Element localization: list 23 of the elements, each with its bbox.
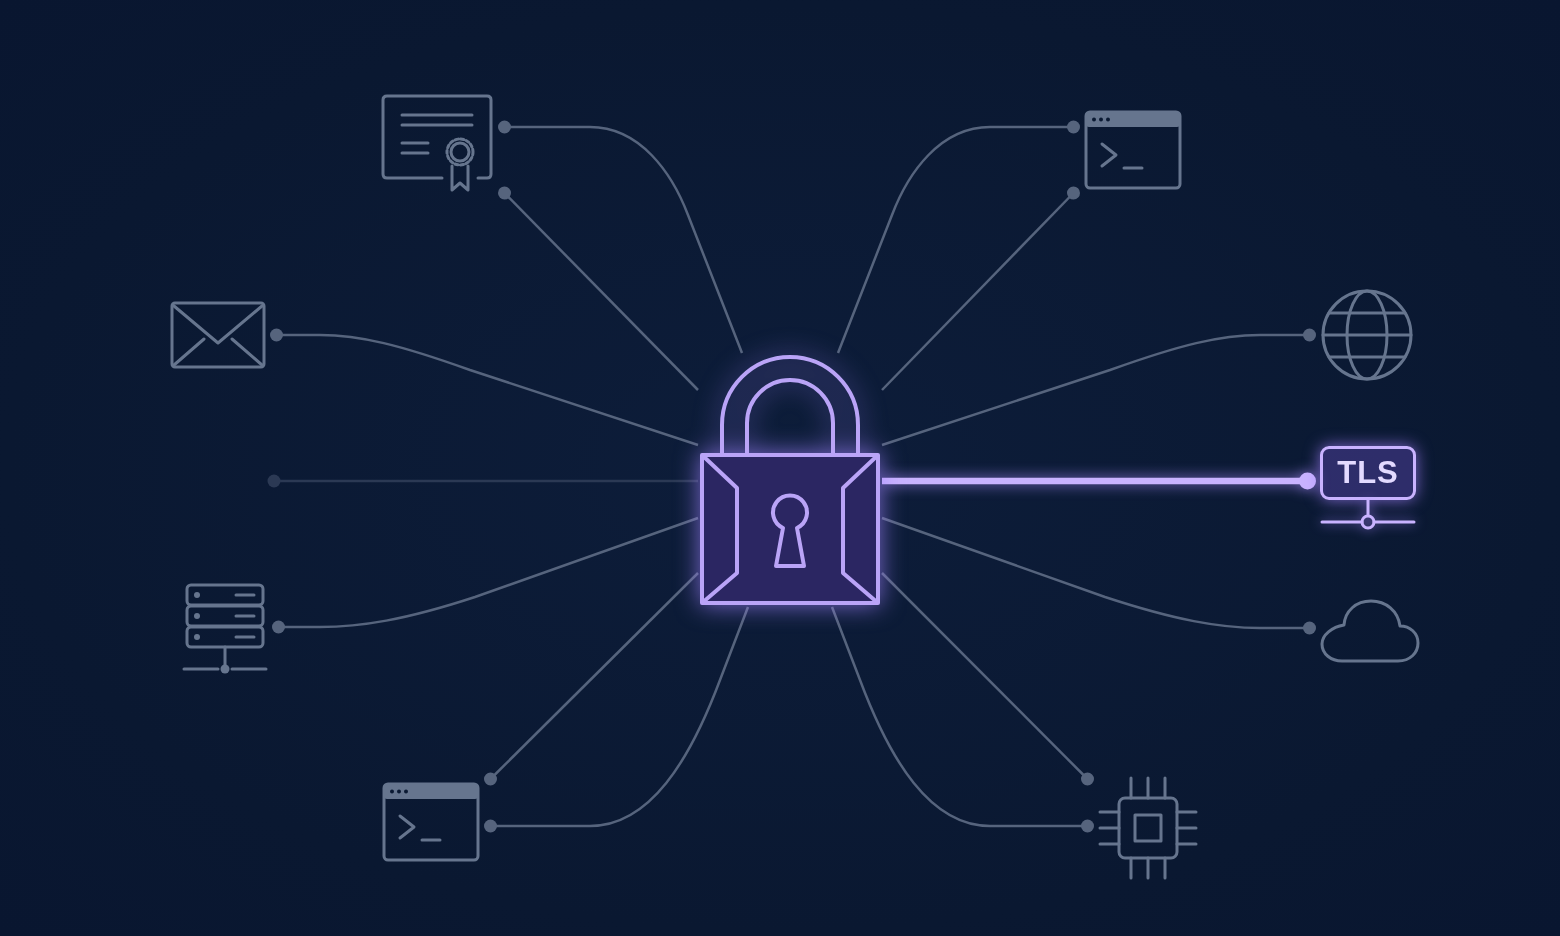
terminal-window-icon xyxy=(382,782,480,862)
envelope-icon xyxy=(170,301,266,369)
terminal-window-icon xyxy=(1084,110,1182,190)
connector-line xyxy=(498,120,744,354)
monitor-screen: TLS xyxy=(1320,446,1416,500)
connector-line xyxy=(484,606,750,833)
server-rack-icon xyxy=(182,583,268,675)
chip-icon xyxy=(1098,776,1198,880)
connector-line xyxy=(836,120,1080,354)
padlock-icon xyxy=(700,355,880,605)
connector-line xyxy=(830,606,1094,833)
connector-line xyxy=(881,328,1316,447)
connector-line xyxy=(881,186,1080,391)
connector-line xyxy=(267,474,698,488)
globe-icon xyxy=(1320,288,1414,382)
certificate-icon xyxy=(380,93,494,193)
connector-line xyxy=(270,328,699,447)
connector-line xyxy=(881,572,1094,786)
connector-line xyxy=(484,572,699,786)
connector-line xyxy=(498,186,699,391)
cloud-icon xyxy=(1320,598,1420,664)
connector-line xyxy=(881,516,1316,635)
connector-line xyxy=(272,516,699,634)
